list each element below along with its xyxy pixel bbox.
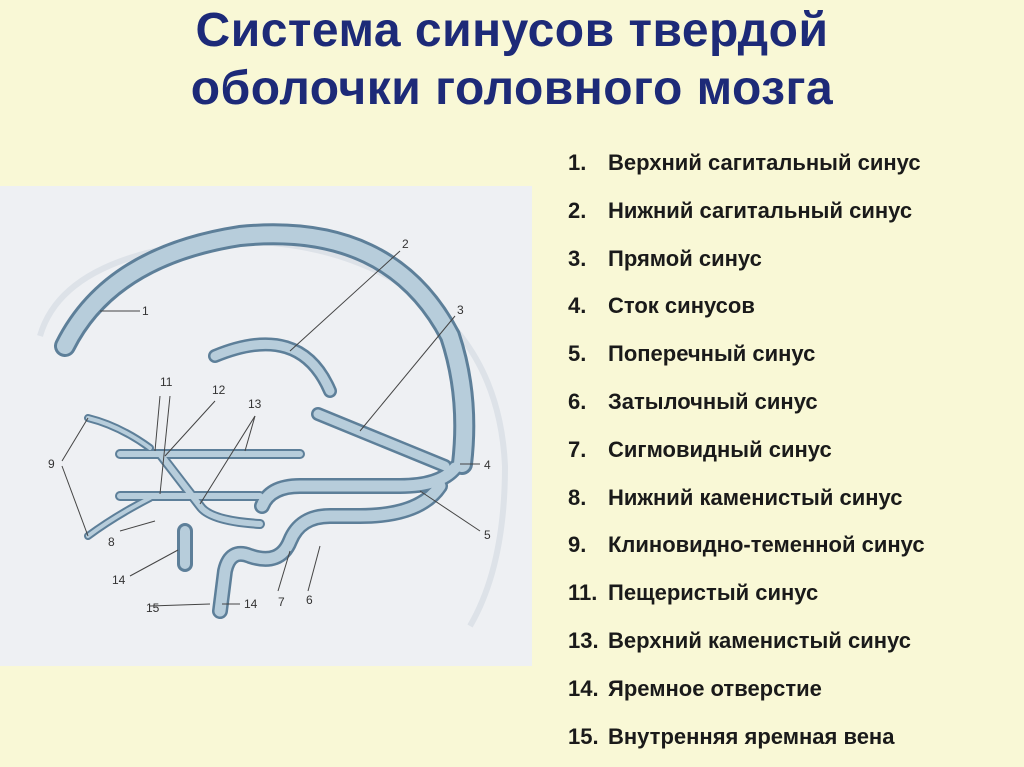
legend-item: 2. Нижний сагитальный синус [568, 194, 925, 242]
legend-item: 13. Верхний каменистый синус [568, 624, 925, 672]
legend-number: 1. [568, 150, 587, 175]
legend-text: Нижний каменистый синус [608, 484, 903, 510]
legend-item: 4. Сток синусов [568, 289, 925, 337]
legend-text: Сток синусов [608, 293, 755, 319]
legend-text: Яремное отверстие [608, 675, 822, 701]
figure-label-15: 15 [146, 601, 160, 615]
legend-number: 6. [568, 388, 587, 414]
figure-label-5: 5 [484, 528, 491, 542]
legend-text: Сигмовидный синус [608, 436, 832, 462]
leader-lines [61, 250, 481, 607]
title-line-1: Система синусов твердой [195, 4, 829, 57]
figure-label-8: 8 [108, 535, 115, 549]
page-title: Система синусов твердой оболочки головно… [0, 2, 1024, 118]
sinus-vessels-fill [57, 226, 473, 617]
figure-label-6: 6 [306, 593, 313, 607]
figure-label-9: 9 [48, 457, 55, 471]
legend-item: 9. Клиновидно-теменной синус [568, 528, 925, 576]
figure-label-13: 13 [248, 397, 262, 411]
legend-number: 5. [568, 341, 587, 367]
figure-label-3: 3 [457, 303, 464, 317]
legend-text: Прямой синус [608, 245, 762, 271]
legend-number: 15. [568, 723, 599, 749]
legend-text: Верхний сагитальный синус [608, 150, 921, 175]
legend-number: 4. [568, 293, 587, 319]
legend-number: 3. [568, 245, 587, 271]
figure-label-7: 7 [278, 595, 285, 609]
sinus-diagram-svg: 1 2 3 4 5 6 7 8 9 11 12 13 14 14 15 [37, 223, 509, 628]
sinus-diagram: 1 2 3 4 5 6 7 8 9 11 12 13 14 14 15 [0, 186, 532, 666]
legend-item: 3. Прямой синус [568, 242, 925, 290]
legend-number: 8. [568, 484, 587, 510]
legend-item: 14. Яремное отверстие [568, 672, 925, 720]
legend-item: 8. Нижний каменистый синус [568, 481, 925, 529]
legend-item: 5. Поперечный синус [568, 337, 925, 385]
legend-item: 15. Внутренняя яремная вена [568, 720, 925, 767]
figure-labels: 1 2 3 4 5 6 7 8 9 11 12 13 14 14 15 [48, 237, 491, 615]
legend-item: 7. Сигмовидный синус [568, 433, 925, 481]
legend-text: Поперечный синус [608, 341, 816, 367]
figure-label-2: 2 [402, 237, 409, 251]
legend-text: Клиновидно-теменной синус [608, 532, 925, 558]
figure-label-12: 12 [212, 383, 226, 397]
figure-label-1: 1 [142, 304, 149, 318]
figure-label-4: 4 [484, 458, 491, 472]
legend-text: Нижний сагитальный синус [608, 197, 913, 223]
legend-number: 14. [568, 675, 599, 701]
legend-text: Внутренняя яремная вена [608, 723, 895, 749]
sphenoparietal-sinus [84, 414, 154, 540]
figure-label-11: 11 [160, 375, 173, 389]
legend-number: 11. [568, 580, 598, 606]
legend-text: Затылочный синус [608, 388, 818, 414]
legend-number: 9. [568, 532, 587, 558]
sinus-legend: 1. Верхний сагитальный синус 2. Нижний саг… [568, 146, 925, 767]
legend-item: 6. Затылочный синус [568, 385, 925, 433]
legend-number: 2. [568, 197, 587, 223]
title-line-2: оболочки головного мозга [190, 62, 834, 115]
legend-item: 1. Верхний сагитальный синус [568, 146, 925, 194]
legend-item: 11. Пещеристый синус [568, 576, 925, 624]
figure-label-14b: 14 [244, 597, 258, 611]
legend-text: Верхний каменистый синус [608, 627, 911, 653]
legend-number: 13. [568, 627, 599, 653]
legend-number: 7. [568, 436, 587, 462]
figure-label-14a: 14 [112, 573, 126, 587]
legend-text: Пещеристый синус [608, 580, 819, 606]
